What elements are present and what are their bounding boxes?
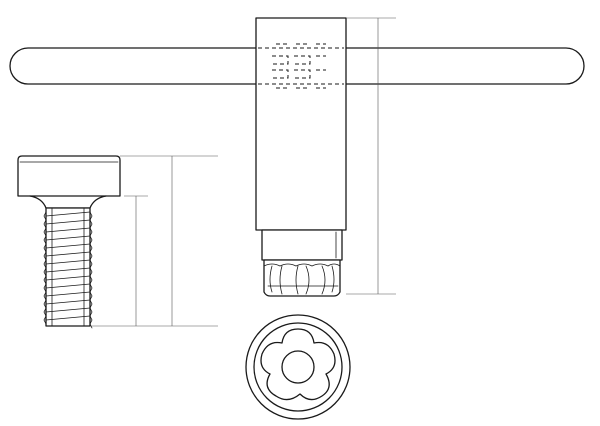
socket-end-view — [245, 314, 351, 420]
socket-bore — [281, 350, 315, 384]
socket-lobe-profile — [260, 328, 336, 401]
bolt — [17, 155, 218, 329]
socket-outer-ring — [245, 314, 351, 420]
key-height-dimension — [346, 17, 396, 295]
bolt-head — [17, 155, 121, 197]
key-collar — [261, 229, 343, 261]
key-shaft — [255, 17, 347, 231]
t-handle-key — [9, 17, 585, 297]
bolt-shank — [45, 207, 91, 327]
bolt-dimensions — [90, 155, 218, 327]
bolt-threads — [43, 207, 93, 329]
key-pin-slots — [272, 43, 326, 89]
key-socket-tip — [263, 259, 341, 297]
